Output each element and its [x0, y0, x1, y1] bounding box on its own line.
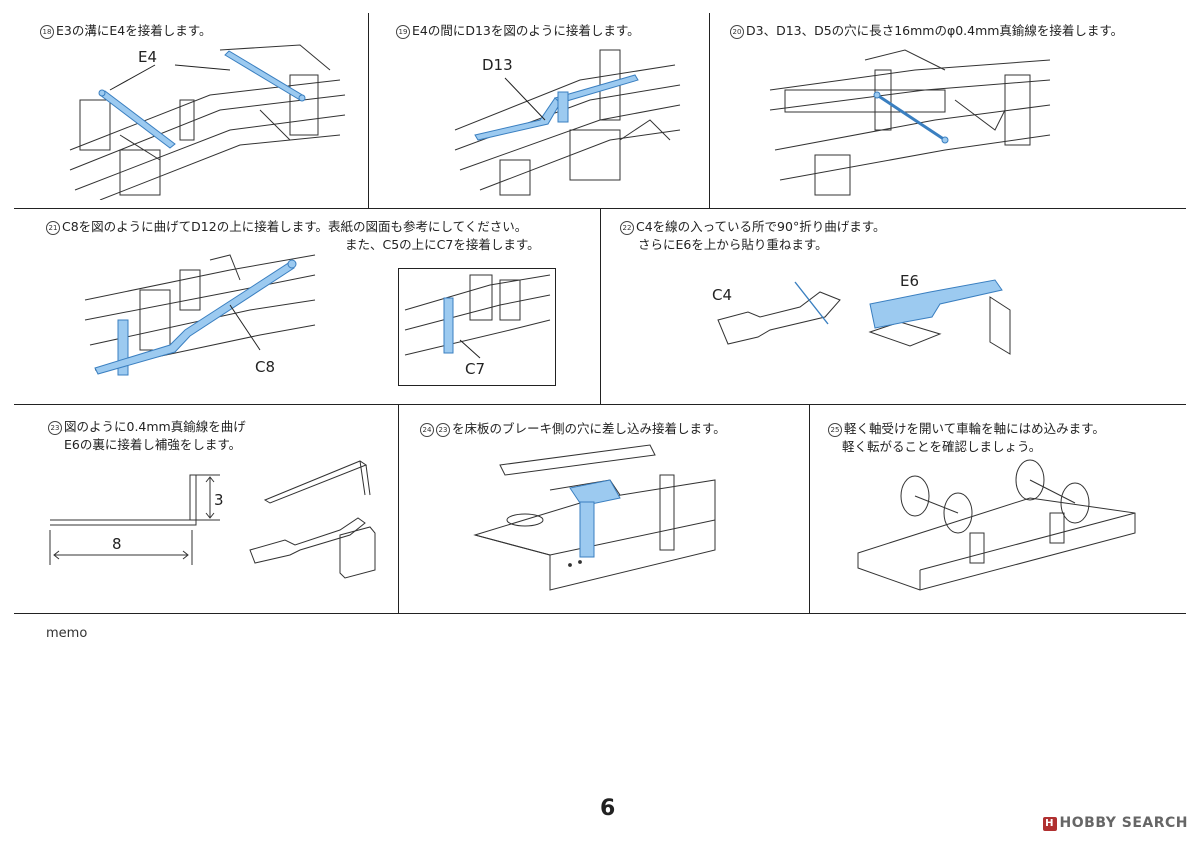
label-d13: D13: [482, 56, 513, 74]
step-20-illustration: [769, 49, 1051, 196]
step-number: 25: [828, 423, 842, 437]
label-e4: E4: [138, 48, 157, 66]
step-22-illustration: C4 E6: [712, 272, 1011, 355]
step-24-illustration: [473, 444, 716, 591]
step-25-instruction-line2: 軽く転がることを確認しましょう。: [842, 439, 1042, 454]
step-22-instruction-line2: さらにE6を上から貼り重ねます。: [638, 237, 828, 252]
step-ref-number: 23: [436, 423, 450, 437]
step-23-illustration: 3 8: [49, 460, 376, 579]
step-21-illustration-detail: C7: [404, 274, 551, 378]
step-number: 19: [396, 25, 410, 39]
step-19-illustration: D13: [454, 49, 681, 196]
step-25-illustration: [857, 459, 1136, 591]
label-c4: C4: [712, 286, 732, 304]
label-e6: E6: [900, 272, 919, 290]
col-divider-r3b: [809, 404, 810, 613]
row-divider-2: [14, 404, 1186, 405]
step-number: 21: [46, 221, 60, 235]
step-number: 23: [48, 421, 62, 435]
page-number: 6: [600, 796, 616, 821]
memo-label: memo: [46, 626, 88, 641]
step-number: 18: [40, 25, 54, 39]
step-number: 24: [420, 423, 434, 437]
step-18-illustration: E4: [69, 44, 346, 200]
col-divider-r3a: [398, 404, 399, 613]
label-c8: C8: [255, 358, 275, 376]
step-number: 22: [620, 221, 634, 235]
step-number: 20: [730, 25, 744, 39]
col-divider-r1a: [368, 13, 369, 208]
step-21-illustration-main: C8: [84, 254, 316, 376]
row-divider-3: [14, 613, 1186, 614]
label-dim-8: 8: [112, 535, 122, 553]
label-c7: C7: [465, 360, 485, 378]
col-divider-r2: [600, 208, 601, 404]
col-divider-r1b: [709, 13, 710, 208]
step-21-instruction-line2: また、C5の上にC7を接着します。: [345, 237, 540, 252]
step-21-detail-box: [398, 268, 556, 386]
step-23-instruction-line2: E6の裏に接着し補強をします。: [64, 437, 242, 452]
label-dim-3: 3: [214, 491, 224, 509]
hobby-search-logo-icon: H: [1042, 817, 1057, 831]
